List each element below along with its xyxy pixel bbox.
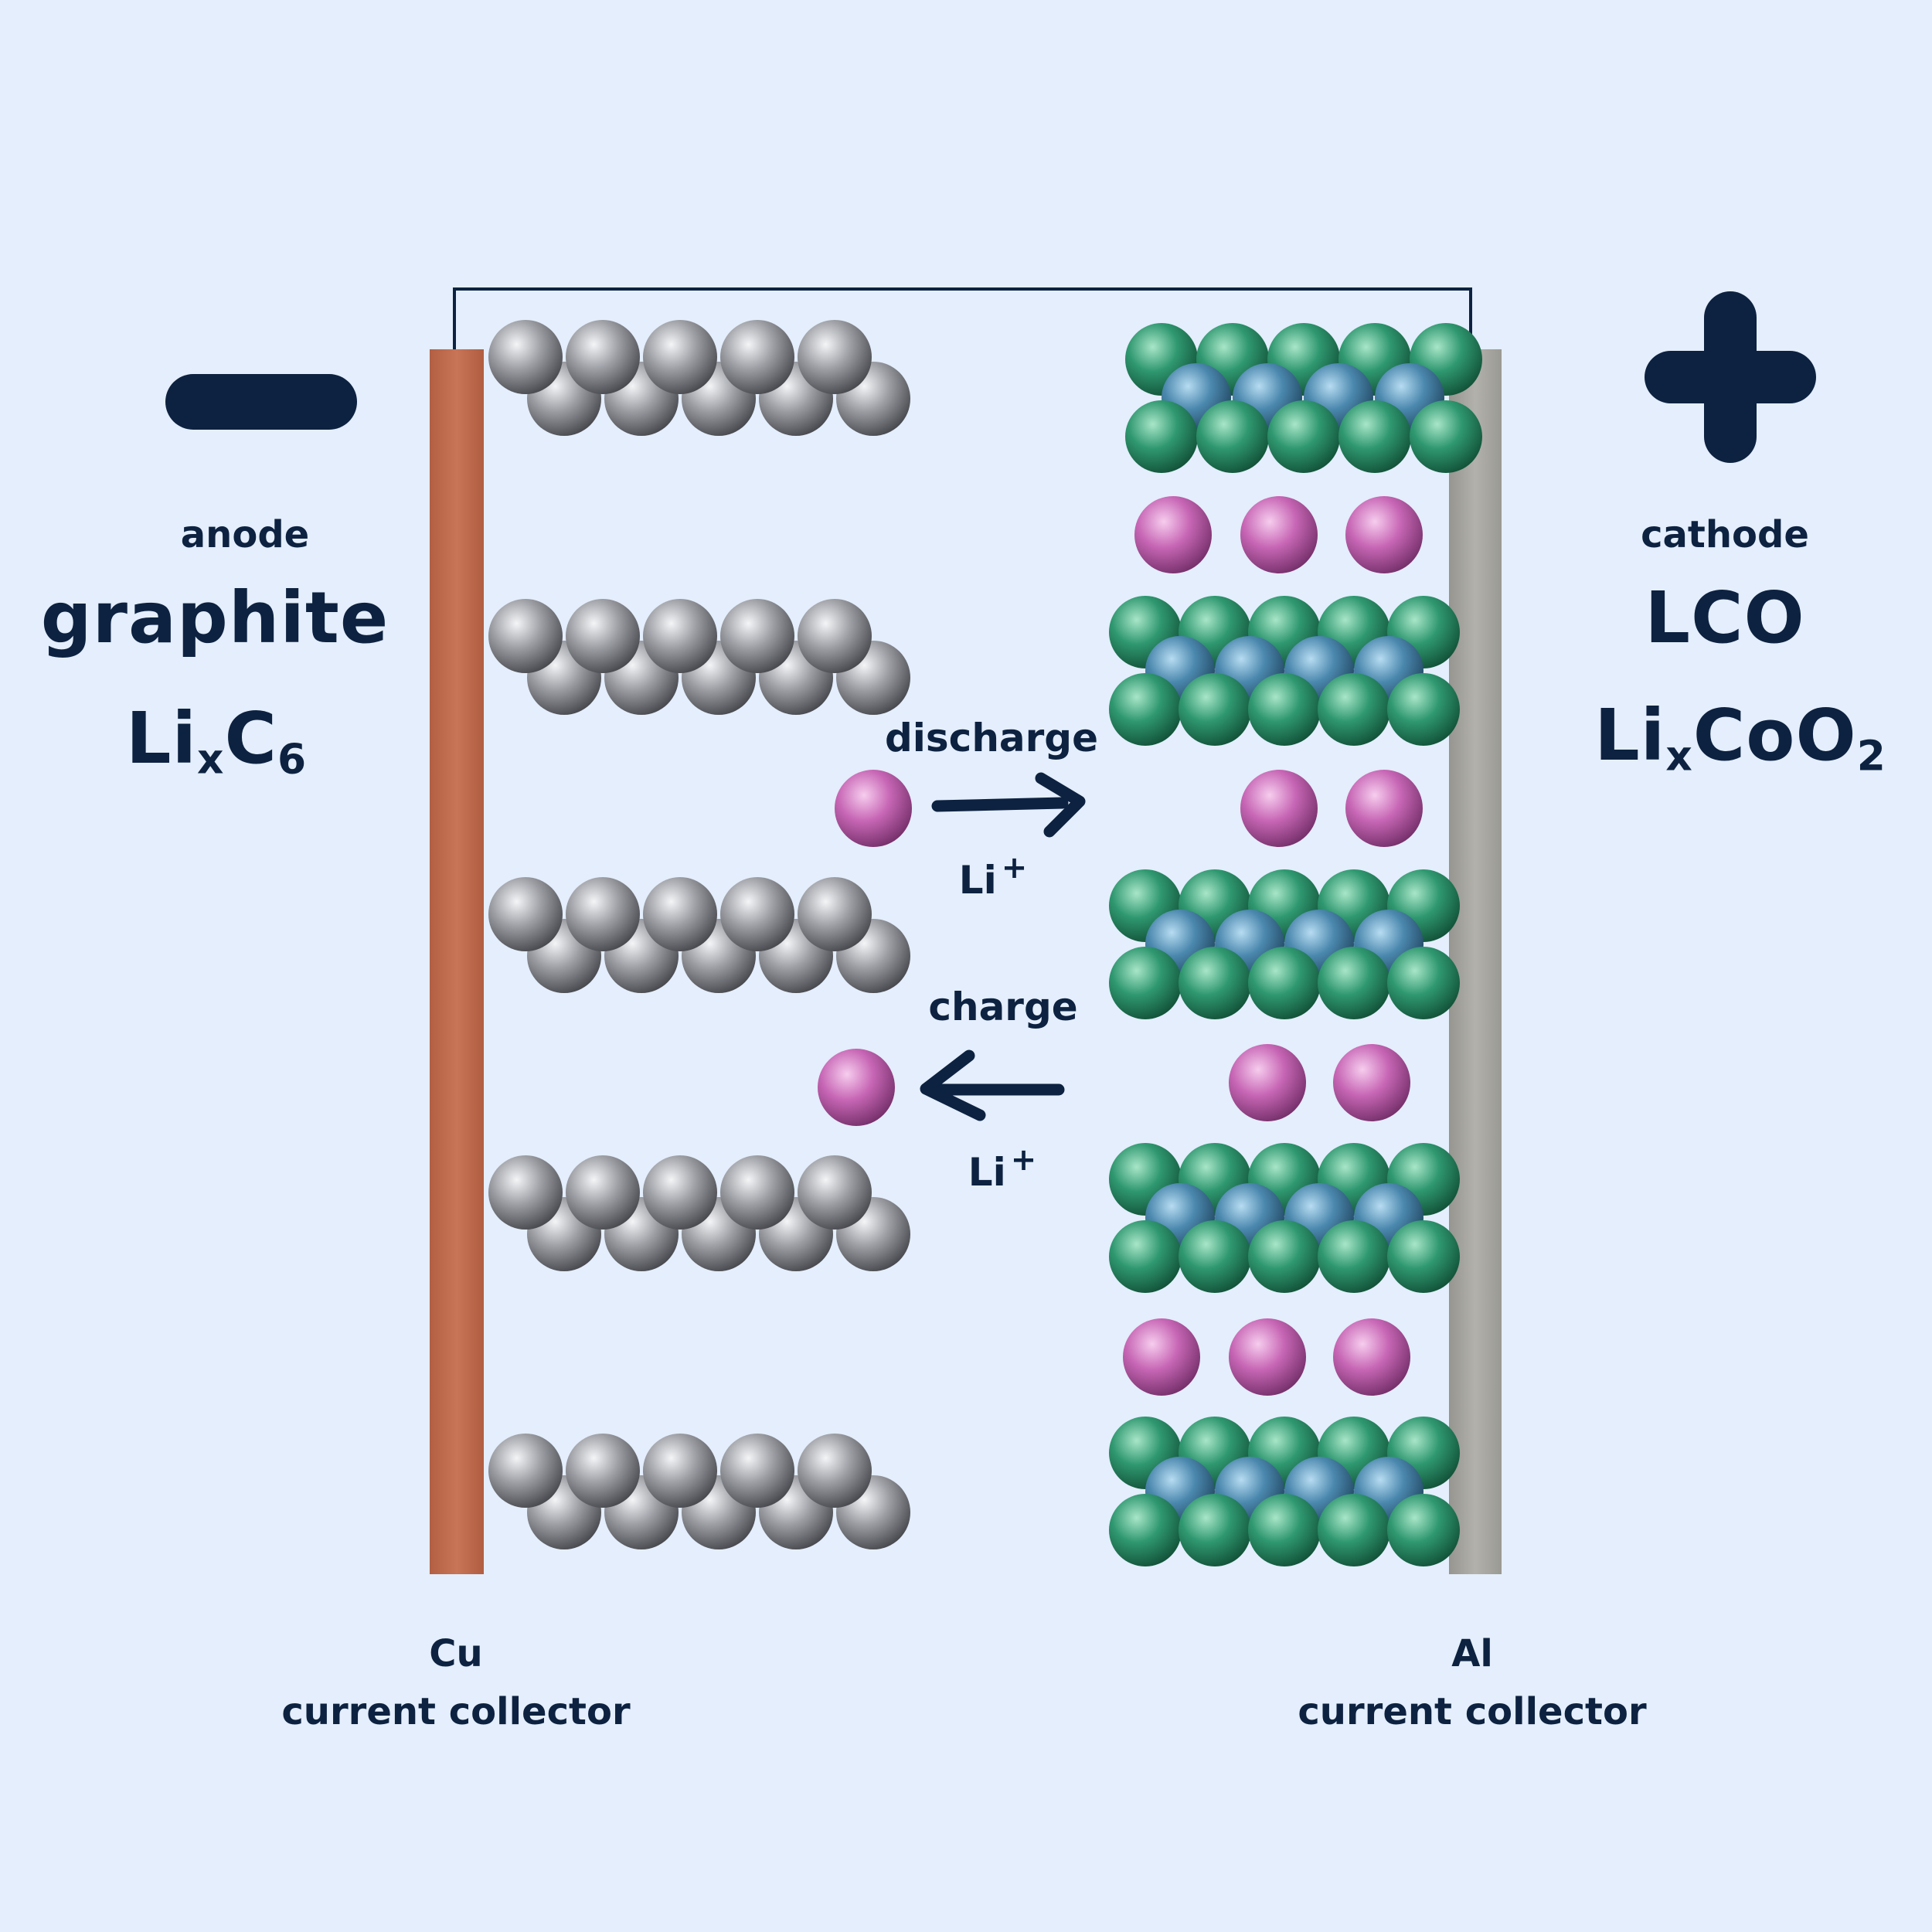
oxygen-atom — [1248, 673, 1321, 746]
lithium-ion-charging — [818, 1049, 895, 1126]
carbon-atom — [488, 877, 563, 951]
lithium-ion — [1123, 1318, 1200, 1396]
carbon-atom — [798, 877, 872, 951]
oxygen-atom — [1248, 1220, 1321, 1293]
carbon-atom — [643, 1434, 717, 1508]
oxygen-atom — [1109, 1494, 1182, 1566]
oxygen-atom — [1387, 947, 1460, 1019]
carbon-atom — [566, 877, 640, 951]
lithium-ion — [1240, 496, 1318, 573]
cu-collector-metal-label: Cu — [429, 1632, 483, 1675]
carbon-atom — [720, 599, 794, 673]
external-circuit-wire — [453, 287, 1472, 349]
carbon-atom — [798, 599, 872, 673]
oxygen-atom — [1318, 1494, 1390, 1566]
carbon-atom — [488, 1434, 563, 1508]
lithium-ion — [1345, 496, 1423, 573]
carbon-atom — [720, 320, 794, 394]
discharge-label: discharge — [884, 716, 1099, 760]
carbon-atom — [643, 599, 717, 673]
oxygen-atom — [1338, 400, 1411, 473]
carbon-atom — [488, 1155, 563, 1230]
carbon-atom — [643, 320, 717, 394]
discharge-ion-label: Li+ — [958, 850, 1028, 903]
lithium-ion — [1345, 770, 1423, 847]
al-current-collector — [1449, 349, 1502, 1574]
anode-formula: LixC6 — [125, 697, 308, 784]
charge-arrow — [920, 1049, 1065, 1121]
carbon-atom — [798, 1155, 872, 1230]
minus-icon — [165, 374, 357, 430]
lithium-ion — [1229, 1318, 1306, 1396]
carbon-atom — [488, 320, 563, 394]
oxygen-atom — [1410, 400, 1482, 473]
carbon-atom — [566, 599, 640, 673]
oxygen-atom — [1248, 1494, 1321, 1566]
carbon-atom — [798, 1434, 872, 1508]
oxygen-atom — [1248, 947, 1321, 1019]
cathode-material-label: LCO — [1645, 577, 1805, 659]
al-collector-metal-label: Al — [1451, 1632, 1493, 1675]
carbon-atom — [720, 1155, 794, 1230]
cu-collector-caption: current collector — [281, 1690, 631, 1733]
oxygen-atom — [1387, 1494, 1460, 1566]
lithium-ion-discharging — [835, 770, 912, 847]
oxygen-atom — [1179, 1220, 1251, 1293]
oxygen-atom — [1109, 1220, 1182, 1293]
oxygen-atom — [1109, 673, 1182, 746]
lithium-ion — [1134, 496, 1212, 573]
carbon-atom — [720, 1434, 794, 1508]
anode-role-label: anode — [180, 513, 310, 556]
carbon-atom — [488, 599, 563, 673]
anode-material-label: graphite — [40, 577, 389, 659]
oxygen-atom — [1318, 947, 1390, 1019]
oxygen-atom — [1179, 1494, 1251, 1566]
oxygen-atom — [1109, 947, 1182, 1019]
lithium-ion — [1333, 1318, 1410, 1396]
cathode-formula: LixCoO2 — [1594, 694, 1886, 781]
charge-label: charge — [928, 985, 1078, 1029]
al-collector-caption: current collector — [1298, 1690, 1647, 1733]
oxygen-atom — [1387, 673, 1460, 746]
oxygen-atom — [1125, 400, 1198, 473]
oxygen-atom — [1267, 400, 1340, 473]
oxygen-atom — [1318, 673, 1390, 746]
atom-layers — [488, 320, 1482, 1566]
charge-ion-label: Li+ — [968, 1142, 1037, 1195]
discharge-arrow — [931, 772, 1086, 838]
oxygen-atom — [1387, 1220, 1460, 1293]
oxygen-atom — [1179, 673, 1251, 746]
carbon-atom — [720, 877, 794, 951]
cathode-role-label: cathode — [1641, 513, 1809, 556]
oxygen-atom — [1179, 947, 1251, 1019]
lithium-ion — [1333, 1044, 1410, 1121]
carbon-atom — [566, 1434, 640, 1508]
cu-current-collector — [430, 349, 484, 1574]
carbon-atom — [643, 877, 717, 951]
carbon-atom — [566, 320, 640, 394]
carbon-atom — [798, 320, 872, 394]
plus-icon — [1645, 291, 1816, 463]
carbon-atom — [566, 1155, 640, 1230]
oxygen-atom — [1318, 1220, 1390, 1293]
carbon-atom — [643, 1155, 717, 1230]
lithium-ion — [1229, 1044, 1306, 1121]
oxygen-atom — [1196, 400, 1269, 473]
lithium-ion — [1240, 770, 1318, 847]
